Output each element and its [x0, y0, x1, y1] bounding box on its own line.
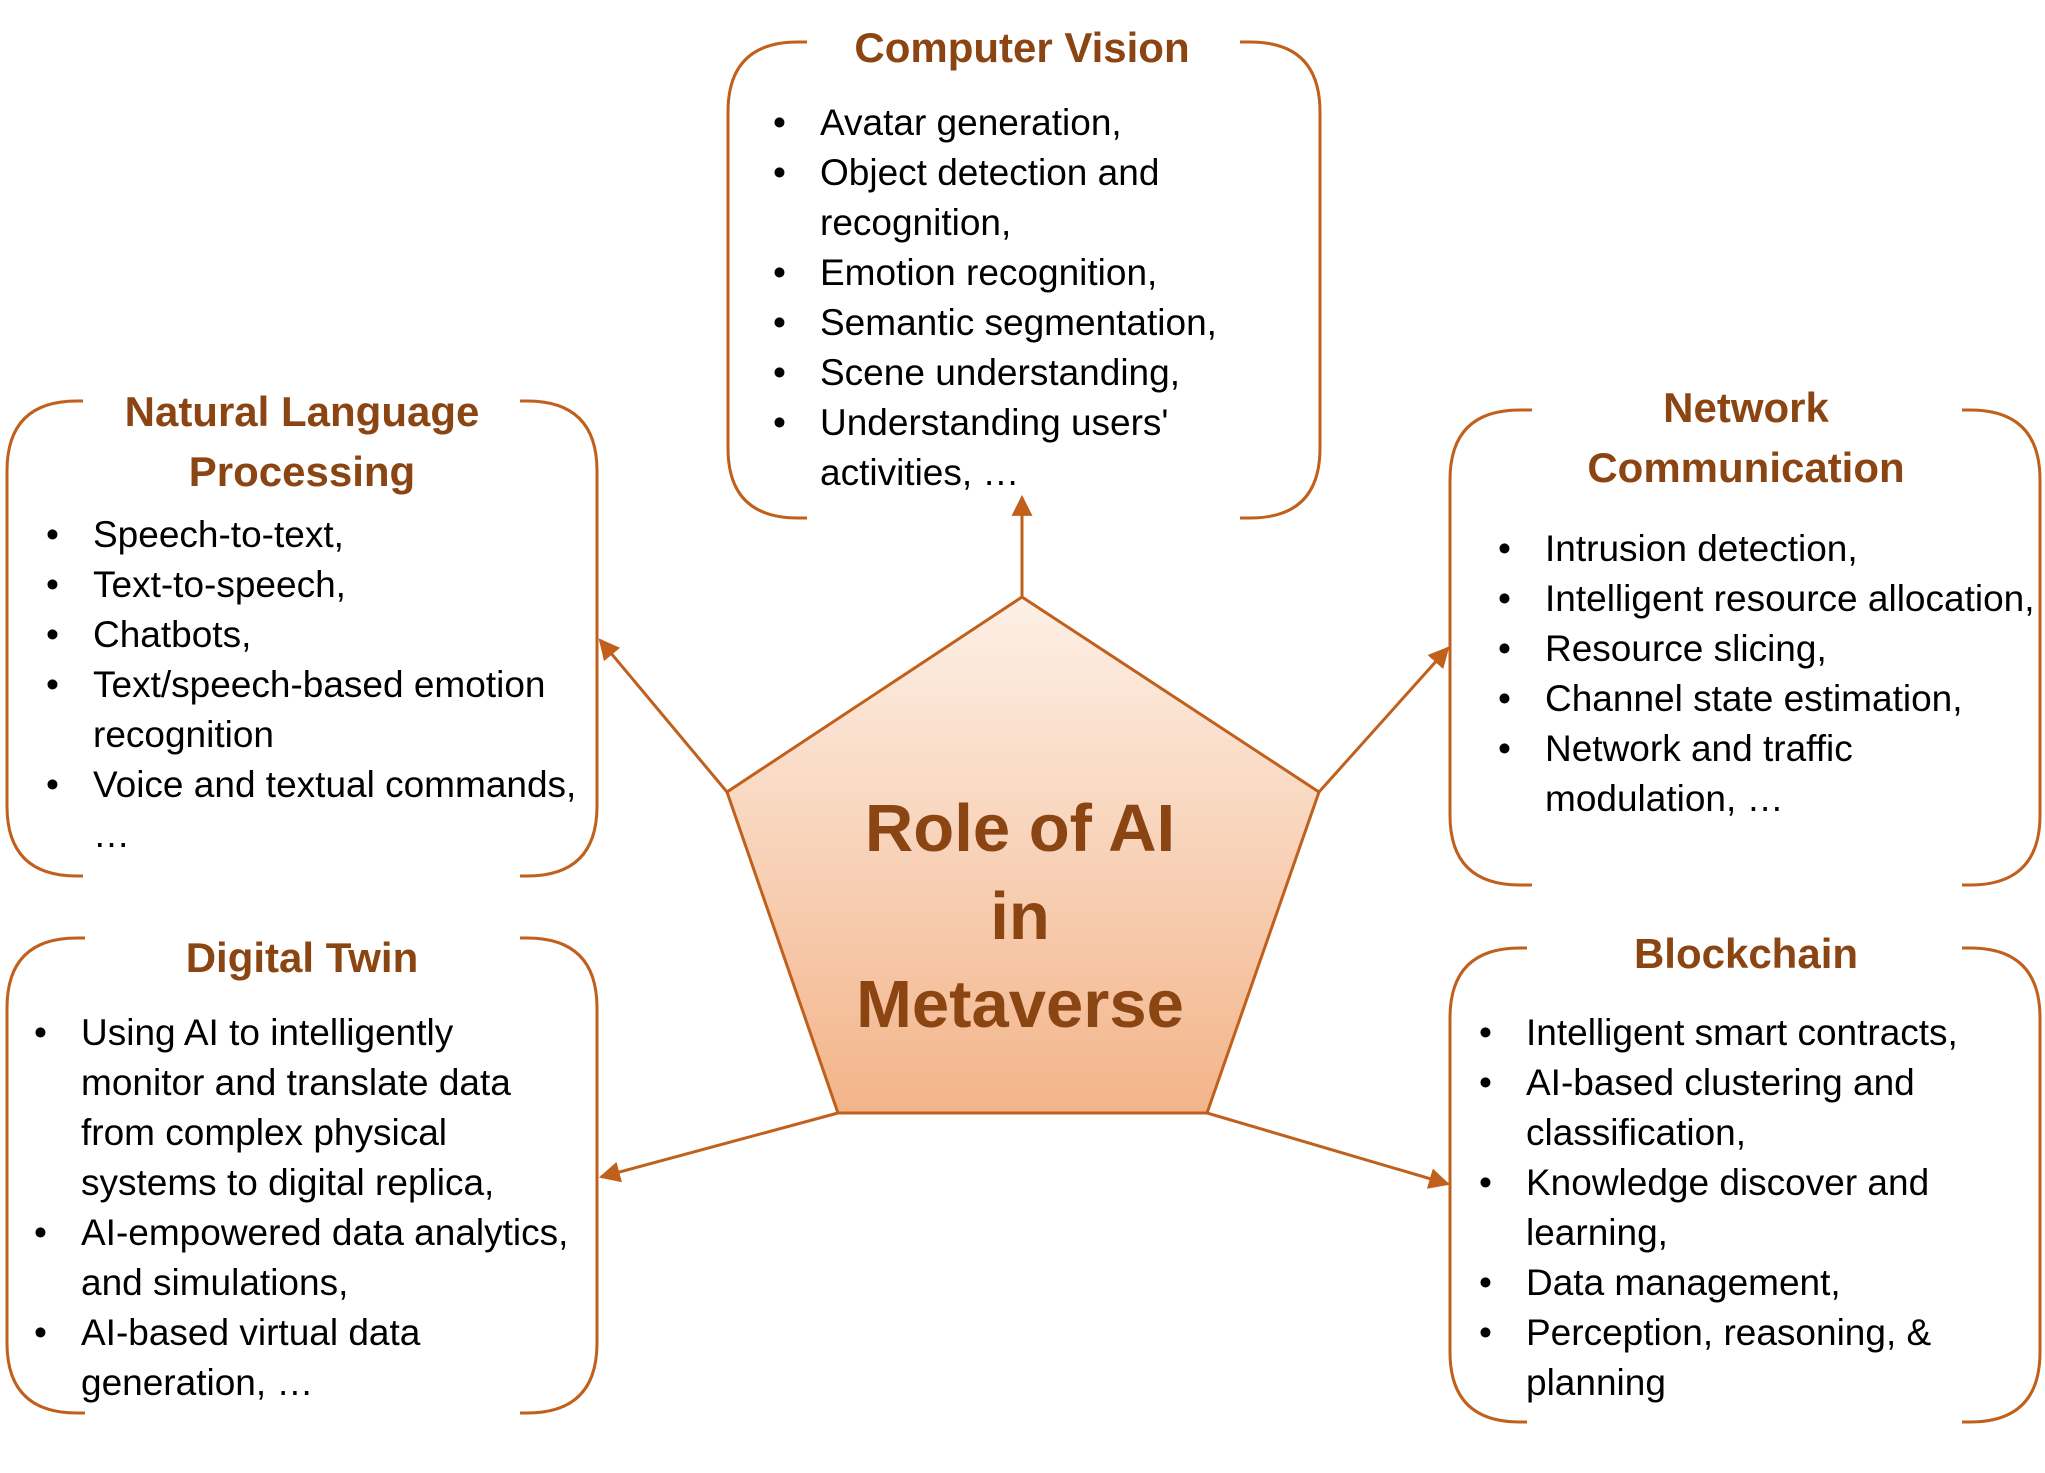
- computer-vision-list: Avatar generation, Object detection and …: [765, 98, 1265, 498]
- digital-twin-box-left: [5, 936, 85, 1415]
- nlp-list: Speech-to-text, Text-to-speech, Chatbots…: [38, 510, 583, 860]
- center-pentagon: [725, 595, 1321, 1115]
- network-box-left: [1448, 408, 1532, 887]
- list-item: Object detection and recognition,: [765, 148, 1265, 248]
- center-title-line: in: [990, 879, 1050, 954]
- list-item: Scene understanding,: [765, 348, 1265, 398]
- list-item: Understanding users' activities, …: [765, 398, 1265, 498]
- list-item: AI-based virtual data generation, …: [26, 1308, 581, 1408]
- list-item: Semantic segmentation,: [765, 298, 1265, 348]
- blockchain-box-left: [1448, 946, 1527, 1424]
- digital-twin-list: Using AI to intelligently monitor and tr…: [26, 1008, 581, 1408]
- title-line: Communication: [1587, 444, 1905, 491]
- list-item: AI-empowered data analytics, and simulat…: [26, 1208, 581, 1308]
- nlp-box-right: [520, 399, 599, 878]
- arrow-to-digital-twin: [598, 1111, 839, 1183]
- center-title-line: Role of AI: [864, 791, 1176, 866]
- center-title-line: Metaverse: [856, 967, 1184, 1042]
- list-item: Channel state estimation,: [1490, 674, 2035, 724]
- title-line: Computer Vision: [854, 24, 1190, 71]
- list-item: Avatar generation,: [765, 98, 1265, 148]
- list-item: Intelligent resource allocation,: [1490, 574, 2035, 624]
- title-line: Blockchain: [1633, 930, 1859, 977]
- list-item: Chatbots,: [38, 610, 583, 660]
- title-line: Digital Twin: [185, 934, 419, 981]
- list-item: Network and traffic modulation, …: [1490, 724, 2035, 824]
- blockchain-title: Blockchain: [1540, 924, 1952, 984]
- network-list: Intrusion detection, Intelligent resourc…: [1490, 524, 2035, 824]
- list-item: Voice and textual commands, …: [38, 760, 583, 860]
- list-item: Intrusion detection,: [1490, 524, 2035, 574]
- arrow-to-nlp: [598, 638, 729, 793]
- list-item: Perception, reasoning, & planning: [1471, 1308, 2039, 1408]
- blockchain-box-right: [1962, 946, 2042, 1424]
- list-item: Using AI to intelligently monitor and tr…: [26, 1008, 581, 1208]
- list-item: Intelligent smart contracts,: [1471, 1008, 2039, 1058]
- computer-vision-title: Computer Vision: [812, 18, 1232, 78]
- nlp-box-left: [5, 399, 83, 878]
- computer-vision-box-left: [726, 40, 807, 520]
- arrow-to-network: [1317, 646, 1450, 794]
- list-item: Resource slicing,: [1490, 624, 2035, 674]
- list-item: Knowledge discover and learning,: [1471, 1158, 2039, 1258]
- title-line: Processing: [188, 448, 416, 495]
- title-line: Natural Language: [124, 388, 480, 435]
- list-item: Emotion recognition,: [765, 248, 1265, 298]
- title-line: Network: [1663, 384, 1829, 431]
- center-title: Role of AI in Metaverse: [780, 785, 1260, 1049]
- network-box-right: [1962, 408, 2042, 887]
- blockchain-list: Intelligent smart contracts, AI-based cl…: [1471, 1008, 2039, 1408]
- arrow-to-blockchain: [1206, 1111, 1451, 1189]
- list-item: Text/speech-based emotion recognition: [38, 660, 583, 760]
- computer-vision-box-right: [1240, 40, 1322, 520]
- list-item: Data management,: [1471, 1258, 2039, 1308]
- list-item: Speech-to-text,: [38, 510, 583, 560]
- list-item: AI-based clustering and classification,: [1471, 1058, 2039, 1158]
- nlp-title: Natural Language Processing: [87, 382, 517, 502]
- network-title: Network Communication: [1540, 378, 1952, 498]
- list-item: Text-to-speech,: [38, 560, 583, 610]
- digital-twin-title: Digital Twin: [92, 928, 512, 988]
- digital-twin-box-right: [520, 936, 599, 1415]
